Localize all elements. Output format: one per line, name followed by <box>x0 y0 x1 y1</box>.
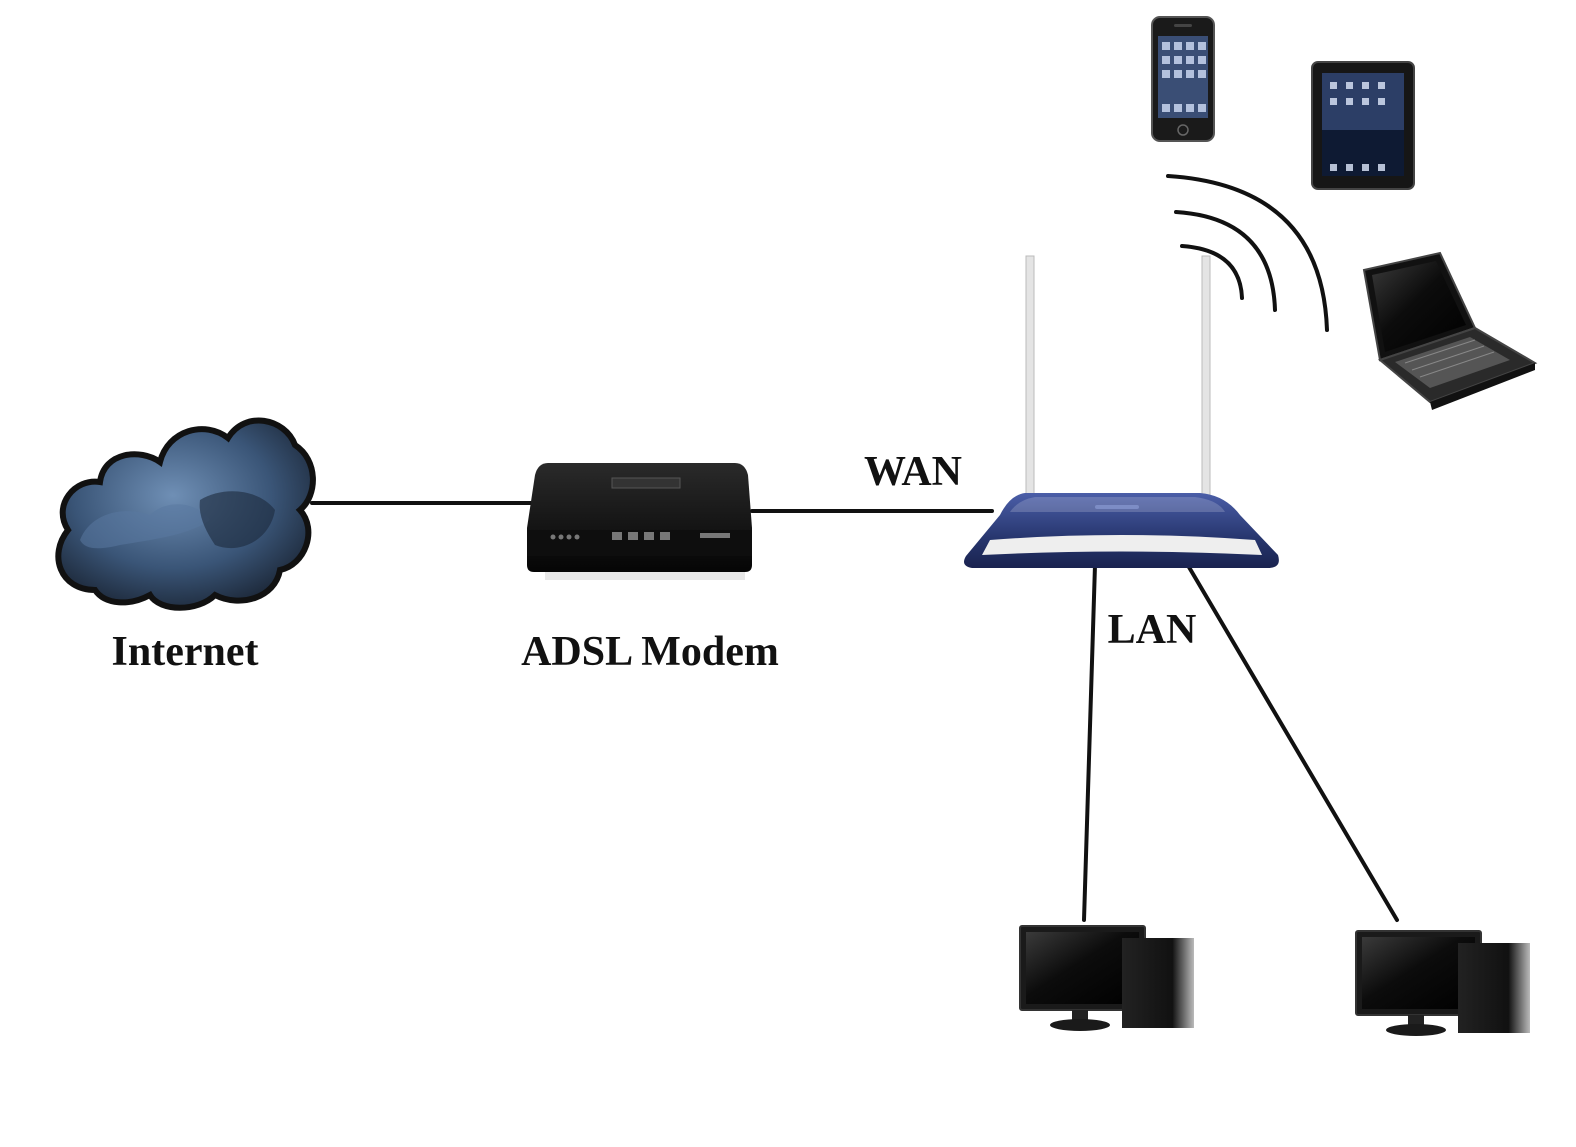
modem-label: ADSL Modem <box>521 629 779 675</box>
desktop-computer-icon <box>1355 930 1530 1036</box>
cloud-icon <box>55 417 316 611</box>
laptop-icon <box>1362 251 1538 410</box>
lan-cable-2 <box>1171 538 1399 922</box>
wan-label: WAN <box>864 449 962 495</box>
smartphone-icon <box>1151 16 1215 142</box>
internet-label: Internet <box>112 629 259 675</box>
desktop-computer-icon <box>1019 925 1194 1031</box>
wireless-router-icon <box>964 255 1279 568</box>
cables <box>310 501 1399 922</box>
adsl-modem-icon <box>527 463 752 580</box>
lan-label: LAN <box>1108 607 1197 653</box>
tablet-icon <box>1311 61 1415 190</box>
wifi-signal-icon <box>1166 174 1329 332</box>
lan-cable-1 <box>1082 563 1097 922</box>
